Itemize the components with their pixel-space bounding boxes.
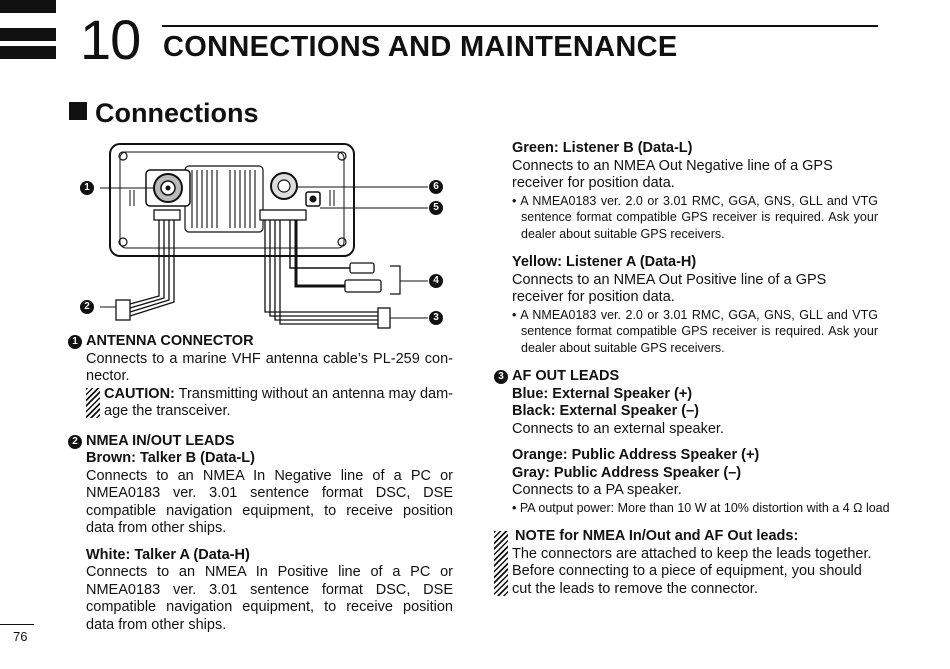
side-vents [129, 190, 335, 206]
af-lead-socket [259, 209, 307, 221]
af-plug [377, 307, 391, 329]
screw-icon [118, 237, 128, 247]
section-square-icon [69, 102, 87, 120]
chapter-tab-bar-bottom [0, 46, 56, 59]
yellow-heading: Yellow: Listener A (Data-H) [512, 254, 697, 270]
note-block: NOTE for NMEA In/Out and AF Out leads: T… [494, 528, 878, 598]
callout-1: 1 [80, 181, 94, 195]
callout-6: 6 [429, 180, 443, 194]
yellow-body: Connects to an NMEA Out Positive line of… [512, 271, 827, 306]
nmea-plug [115, 299, 131, 321]
section-heading: Connections [69, 98, 259, 129]
note-line-2: Before connecting to a piece of equipmen… [512, 563, 862, 597]
note-heading: NOTE for NMEA In/Out and AF Out leads: [515, 528, 799, 544]
heatsink-fins [191, 170, 256, 228]
page-number: 76 [13, 629, 28, 644]
callout-3: 3 [429, 311, 443, 325]
af-number-badge: 3 [494, 370, 508, 384]
brown-body: Connects to an NMEA In Negative line of … [86, 467, 453, 537]
caution-label: CAUTION: [104, 385, 175, 402]
speaker-connector [344, 279, 382, 293]
callout-2: 2 [80, 300, 94, 314]
callout-4: 4 [429, 274, 443, 288]
chapter-number: 10 [80, 8, 141, 71]
antenna-number-badge: 1 [68, 335, 82, 349]
chapter-title: CONNECTIONS AND MAINTENANCE [163, 31, 678, 63]
brown-heading: Brown: Talker B (Data-L) [86, 450, 255, 466]
title-rule [162, 25, 878, 27]
antenna-caution: CAUTION: Transmitting without an antenna… [86, 386, 453, 421]
white-body: Connects to an NMEA In Positive line of … [86, 564, 453, 633]
orange-heading: Orange: Public Address Speaker (+) [512, 447, 760, 463]
black-heading: Black: External Speaker (–) [512, 403, 699, 419]
speaker-connector [349, 262, 375, 274]
chapter-tab-bar-top [0, 0, 56, 13]
pa-body: Connects to a PA speaker. [512, 482, 682, 498]
note-line-1: The connectors are attached to keep the … [512, 545, 872, 562]
af-leads [264, 220, 378, 325]
nmea-leads [129, 220, 175, 317]
callout-5: 5 [429, 201, 443, 215]
screw-icon [337, 237, 347, 247]
chapter-tab-bar-middle [0, 28, 56, 41]
note-hatch-icon [494, 531, 508, 596]
housing-inner [119, 151, 345, 249]
antenna-body: Connects to a marine VHF antenna cable’s… [86, 350, 453, 385]
page-number-rule [0, 624, 34, 625]
section-title: Connections [95, 98, 259, 128]
right-column: Green: Listener B (Data-L) Connects to a… [494, 140, 890, 598]
yellow-bullet: • A NMEA0183 ver. 2.0 or 3.01 RMC, GGA, … [512, 307, 878, 355]
pa-bullet: • PA output power: More than 10 W at 10%… [512, 500, 890, 515]
screw-icon [118, 151, 128, 161]
gray-heading: Gray: Public Address Speaker (–) [512, 464, 742, 481]
blue-heading: Blue: External Speaker (+) [512, 385, 693, 402]
caution-hatch-icon [86, 387, 100, 418]
nmea-lead-socket [153, 209, 181, 221]
green-bullet: • A NMEA0183 ver. 2.0 or 3.01 RMC, GGA, … [512, 193, 878, 241]
green-body: Connects to an NMEA Out Negative line of… [512, 157, 833, 192]
white-heading: White: Talker A (Data-H) [86, 546, 250, 563]
nmea-number-badge: 2 [68, 434, 82, 449]
green-heading: Green: Listener B (Data-L) [512, 140, 693, 156]
speaker-body: Connects to an external speaker. [512, 420, 724, 437]
caution-text: Transmitting without an antenna may dam­… [104, 385, 453, 420]
screw-icon [337, 151, 347, 161]
rear-panel-diagram [100, 143, 428, 329]
